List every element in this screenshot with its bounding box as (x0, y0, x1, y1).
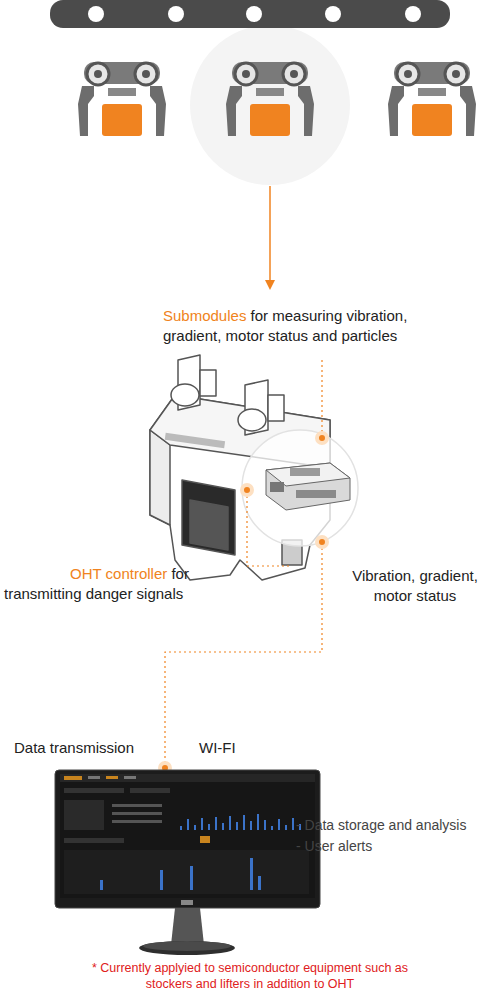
highlight-circle (242, 430, 358, 546)
submodule-board (266, 463, 350, 510)
text-group: Submodules for measuring vibration, grad… (163, 306, 463, 345)
text-group: Data transmission (14, 738, 184, 758)
monitor (55, 770, 320, 955)
leader-arrow (265, 186, 275, 290)
rail-holes (88, 6, 421, 22)
orange-keyword: Submodules (163, 307, 246, 324)
footnote: * Currently applyied to semiconductor eq… (92, 961, 408, 991)
highlight-circle (190, 25, 350, 185)
bullet-item: - User alerts (296, 836, 496, 857)
conveyor-rail (50, 0, 450, 28)
bullet-item: - Data storage and analysis (296, 815, 496, 836)
data-label: Data transmission (14, 739, 134, 756)
leader-line (165, 360, 322, 762)
gripper (78, 62, 166, 136)
text-group: - Data storage and analysis- User alerts (296, 815, 496, 857)
data-label: WI-FI (199, 739, 236, 756)
callout-text: Vibration, gradient, motor status (352, 567, 478, 604)
gripper (388, 62, 476, 136)
text-group: WI-FI (199, 738, 269, 758)
text-group: Vibration, gradient, motor status (334, 566, 496, 605)
text-group: OHT controller for transmitting danger s… (4, 564, 244, 603)
callout-dot (160, 433, 327, 773)
orange-keyword: OHT controller (70, 565, 167, 582)
gripper (226, 62, 314, 136)
text-group: * Currently applyied to semiconductor eq… (70, 960, 430, 993)
